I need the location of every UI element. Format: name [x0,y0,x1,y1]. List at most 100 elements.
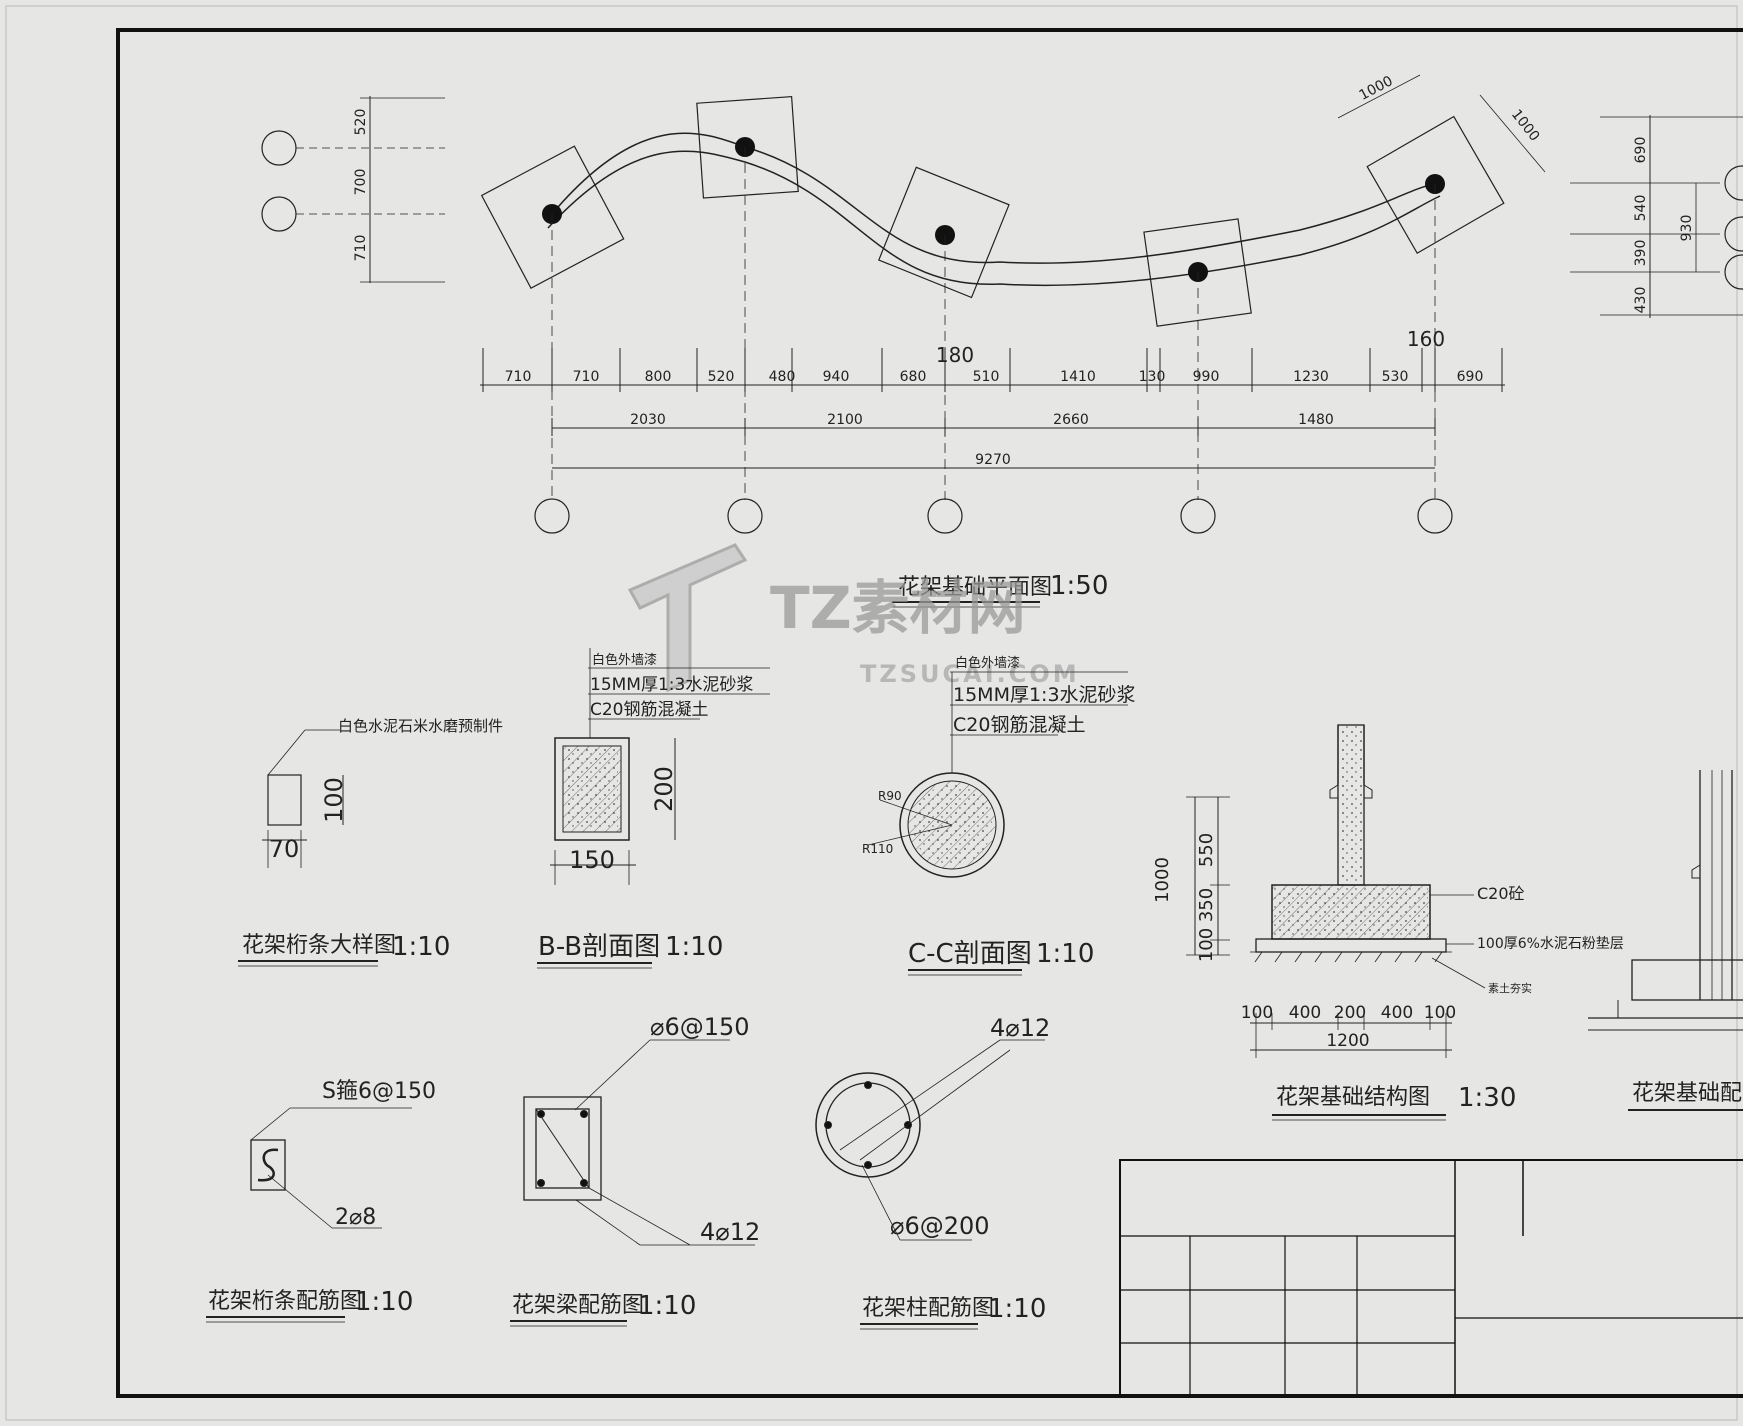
footing-square [480,145,625,290]
fdn-label-c20: C20砼 [1477,884,1525,903]
dim-top: 1230 [1293,369,1329,385]
beam-rebar-scale: 1:10 [638,1291,696,1321]
plan-view [261,74,1743,534]
dim-right: 430 [1633,287,1649,314]
dim-right: 690 [1633,137,1649,164]
dim-left: 520 [353,109,369,136]
beam-rebar [523,1039,755,1246]
bb-title: B-B剖面图 [538,932,660,962]
dim-top: 520 [708,369,735,385]
beam-rebar-main: 4⌀12 [700,1218,760,1246]
foundation-scale: 1:30 [1458,1083,1516,1113]
cc-radius-outer: R110 [862,842,893,856]
plan-title: 花架基础平面图 [898,575,1052,600]
axis-bubble [534,498,570,534]
dim-top: 800 [645,369,672,385]
section-bb [550,648,770,885]
dim-top: 510 [973,369,1000,385]
dim-above: 160 [1407,327,1445,351]
dim-left: 710 [353,235,369,262]
axis-bubble [1724,165,1743,201]
fdn-dim-v: 550 [1196,833,1217,867]
column-rebar-stirrup: ⌀6@200 [890,1212,990,1240]
dim-mid: 2030 [630,412,666,428]
purlin-dim-w: 70 [269,835,300,863]
footing-square [878,166,1010,299]
curved-beam-inner [547,150,1441,287]
curved-beam-outer [551,132,1436,264]
cc-label-paint: 白色外墙漆 [955,655,1020,671]
foundation-rebar [1588,770,1743,1031]
axis-bubble [1724,254,1743,290]
axis-bubble [1417,498,1453,534]
dim-above: 180 [936,343,974,367]
purlin-detail [262,729,344,868]
fdn-dim-v-total: 1000 [1152,857,1173,903]
footing-square [1366,115,1505,254]
plan-dimension-texts: 520 700 710 690 540 390 430 930 1000 100… [353,73,1695,468]
axis-bubble [927,498,963,534]
dim-top: 530 [1382,369,1409,385]
fdn-dim-v: 100 [1196,928,1217,962]
dim-total: 9270 [975,452,1011,468]
bb-scale: 1:10 [665,932,723,962]
cc-radius-inner: R90 [878,789,902,803]
dim-top: 940 [823,369,850,385]
axis-bubble [727,498,763,534]
column-rebar-title: 花架柱配筋图 [862,1296,994,1321]
dim-right: 390 [1633,240,1649,267]
column-rebar-main: 4⌀12 [990,1014,1050,1042]
fdn-dim-h-total: 1200 [1326,1031,1369,1051]
purlin-detail-scale: 1:10 [392,932,450,962]
dim-mid: 1480 [1298,412,1334,428]
purlin-material-label: 白色水泥石米水磨预制件 [338,717,503,735]
cc-scale: 1:10 [1036,939,1094,969]
dim-left: 700 [353,169,369,196]
dim-top: 710 [573,369,600,385]
dim-right: 540 [1633,195,1649,222]
purlin-detail-title: 花架桁条大样图 [242,933,396,958]
dim-right-total: 930 [1679,215,1695,242]
fdn-dim-h: 100 [1241,1003,1273,1023]
dim-top: 690 [1457,369,1484,385]
fdn-dim-h: 400 [1381,1003,1413,1023]
fdn-dim-h: 200 [1334,1003,1366,1023]
title-block [1119,1159,1743,1397]
fdn-dim-v: 350 [1196,888,1217,922]
fdn-dim-h: 400 [1289,1003,1321,1023]
beam-rebar-stirrup: ⌀6@150 [650,1013,750,1041]
purlin-dim-h: 100 [320,777,348,823]
bb-dim-w: 150 [569,846,615,874]
dim-top: 1410 [1060,369,1096,385]
plan-scale: 1:50 [1050,571,1108,601]
dim-mid: 2100 [827,412,863,428]
cc-title: C-C剖面图 [908,939,1032,969]
fdn-label-bedding: 100厚6%水泥石粉垫层 [1477,936,1624,952]
section-cc [867,671,1128,878]
purlin-rebar-title: 花架桁条配筋图 [208,1289,362,1314]
footing-square [696,95,799,199]
column-rebar-scale: 1:10 [988,1294,1046,1324]
purlin-rebar-main: 2⌀8 [335,1205,376,1230]
watermark: TZ素材网 TZSUCAI.COM [627,543,1077,693]
purlin-rebar-stirrup: S箍6@150 [322,1079,436,1104]
foundation-title: 花架基础结构图 [1276,1085,1430,1110]
foundation-rebar-title: 花架基础配筋图 [1632,1081,1743,1106]
cc-label-concrete: C20钢筋混凝土 [953,714,1085,736]
watermark-main: TZ素材网 [770,574,1026,642]
bb-dim-h: 200 [650,766,678,812]
axis-bubble [1180,498,1216,534]
cc-label-mortar: 15MM厚1:3水泥砂浆 [953,684,1136,706]
dim-mid: 2660 [1053,412,1089,428]
fdn-dim-h: 100 [1424,1003,1456,1023]
dim-top: 990 [1193,369,1220,385]
fdn-label-soil: 素土夯实 [1488,981,1532,995]
purlin-rebar-scale: 1:10 [355,1287,413,1317]
dim-top: 130 [1139,369,1166,385]
dim-top: 680 [900,369,927,385]
column-rebar [815,1039,1045,1241]
axis-bubble [1724,216,1743,252]
footing-square [1143,218,1252,327]
bb-label-mortar: 15MM厚1:3水泥砂浆 [590,675,753,695]
foundation-structure [1186,724,1486,1058]
